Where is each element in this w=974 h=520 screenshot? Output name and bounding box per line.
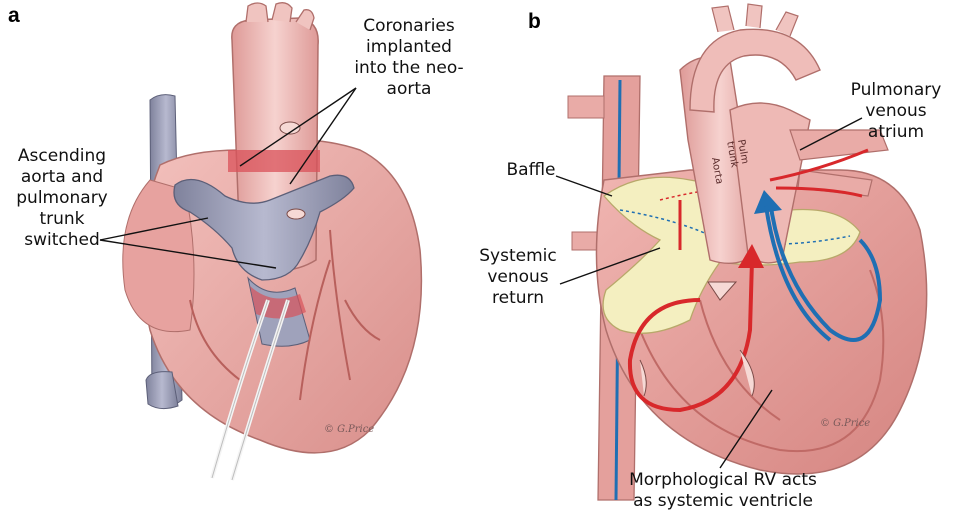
label-morphological-rv: Morphological RV acts as systemic ventri… xyxy=(588,470,858,512)
label-pulmonary-venous-atrium: Pulmonary venous atrium xyxy=(836,80,956,143)
label-aorta-pulmonary-switched: Ascending aorta and pulmonary trunk swit… xyxy=(6,146,118,251)
panel-letter-a: a xyxy=(8,4,20,28)
signature-a: © G.Price xyxy=(324,424,374,435)
coronary-button-2 xyxy=(287,209,305,219)
signature-b: © G.Price xyxy=(820,418,870,429)
aortic-arch-b xyxy=(690,29,820,112)
label-coronaries-implanted: Coronaries implanted into the neo- aorta xyxy=(344,16,474,100)
panel-letter-b: b xyxy=(528,10,541,34)
ivc-vessel xyxy=(146,372,178,409)
panel-b-heart: Aorta Pulmtrunk xyxy=(556,4,927,500)
label-baffle: Baffle xyxy=(496,160,566,181)
label-systemic-venous-return: Systemic venous return xyxy=(468,246,568,309)
